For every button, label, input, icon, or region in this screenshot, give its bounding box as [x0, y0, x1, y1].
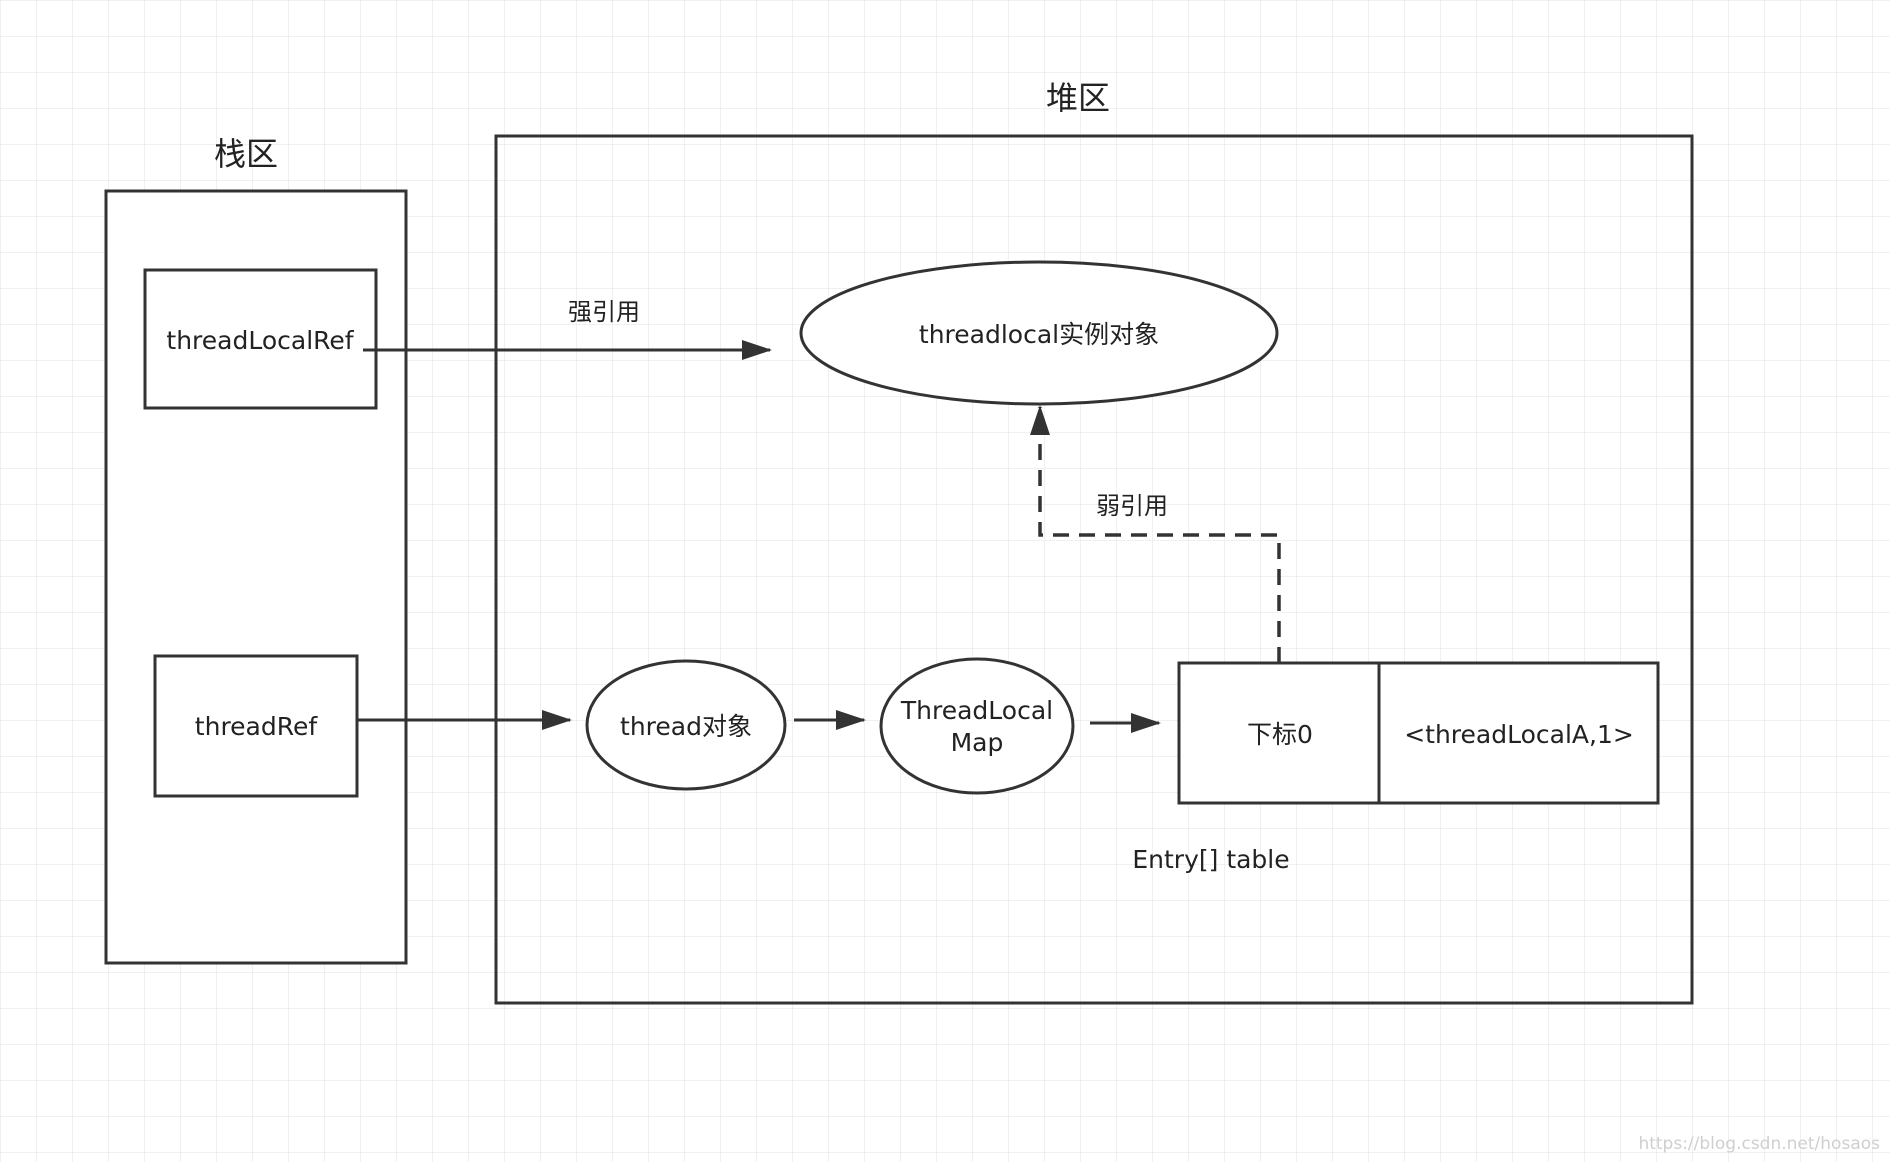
threadlocal-instance-label: threadlocal实例对象 [919, 320, 1159, 349]
heap-region: 堆区 [494, 79, 1694, 1005]
threadlocalmap-label-line2: Map [951, 728, 1004, 757]
strong-reference-edge: 强引用 [363, 298, 772, 360]
entry-table-box [1177, 661, 1660, 805]
thread-object-ellipse [585, 659, 787, 791]
strong-reference-label: 强引用 [568, 298, 640, 326]
stack-region: 栈区 [104, 135, 408, 965]
entry-table-node: 下标0 <threadLocalA,1> Entry[] table [1132, 661, 1660, 874]
threadlocalref-label: threadLocalRef [166, 326, 354, 355]
weak-reference-arrow [1030, 405, 1281, 663]
threadref-label: threadRef [195, 712, 319, 741]
stack-region-title: 栈区 [214, 135, 278, 173]
threadref-box [153, 654, 359, 798]
entry-table-caption: Entry[] table [1132, 845, 1289, 874]
threadlocalmap-node: ThreadLocal Map [879, 657, 1075, 795]
entry-value-label: <threadLocalA,1> [1404, 720, 1634, 749]
threadlocalmap-ellipse [879, 657, 1075, 795]
threadlocalref-box [143, 268, 378, 410]
threadlocalref-node: threadLocalRef [143, 268, 378, 410]
heap-region-title: 堆区 [1046, 79, 1110, 117]
threadref-node: threadRef [153, 654, 359, 798]
threadlocalmap-label-line1: ThreadLocal [900, 696, 1053, 725]
threadlocal-instance-node: threadlocal实例对象 [799, 260, 1279, 406]
thread-object-label: thread对象 [620, 712, 752, 741]
weak-reference-label: 弱引用 [1096, 492, 1168, 520]
thread-object-node: thread对象 [585, 659, 787, 791]
entry-index-label: 下标0 [1247, 720, 1313, 749]
heap-region-box [494, 134, 1694, 1005]
watermark-text: https://blog.csdn.net/hosaos [1638, 1134, 1880, 1154]
weak-reference-edge: 弱引用 [1030, 405, 1281, 663]
threadlocal-instance-ellipse [799, 260, 1279, 406]
